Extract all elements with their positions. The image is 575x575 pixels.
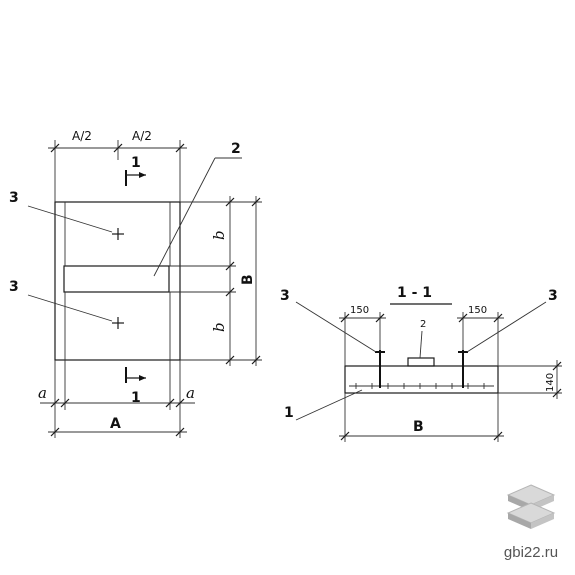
callout-3-right: 3 [548,288,558,304]
section-title: 1 - 1 [397,285,432,301]
section-view: 1 - 1 [280,285,562,442]
recess-outline [63,265,170,293]
stacked-slabs-icon [506,484,556,529]
brand-text: gbi22.ru [503,544,559,561]
callout-2-section: 2 [420,319,426,330]
section-slab [344,365,499,394]
plan-view: A/2 A/2 1 1 b b B [9,129,262,438]
dim-150-right: 150 [468,305,487,316]
dim-length-b: B [240,274,256,285]
dim-b-top: b [210,230,228,240]
section-mark-top: 1 [131,155,141,171]
rebar-marks [355,383,485,389]
dim-width-a: A [110,416,121,432]
dim-section-b: B [413,419,424,435]
callout-2-plan: 2 [231,141,241,157]
callout-3-left: 3 [280,288,290,304]
slab-outline [54,201,181,361]
dim-a-half-right: A/2 [132,129,152,143]
dim-a-left: a [38,384,47,402]
callout-3-top: 3 [9,190,19,206]
dim-b-bottom: b [210,322,228,332]
dim-150-left: 150 [350,305,369,316]
callout-3-bottom: 3 [9,279,19,295]
dim-a-half-left: A/2 [72,129,92,143]
section-mark-bottom: 1 [131,390,141,406]
brand-watermark: gbi22.ru [495,481,567,561]
dim-140: 140 [545,373,556,392]
embedded-plate [407,357,435,367]
callout-1: 1 [284,405,294,421]
dim-a-right: a [186,384,195,402]
